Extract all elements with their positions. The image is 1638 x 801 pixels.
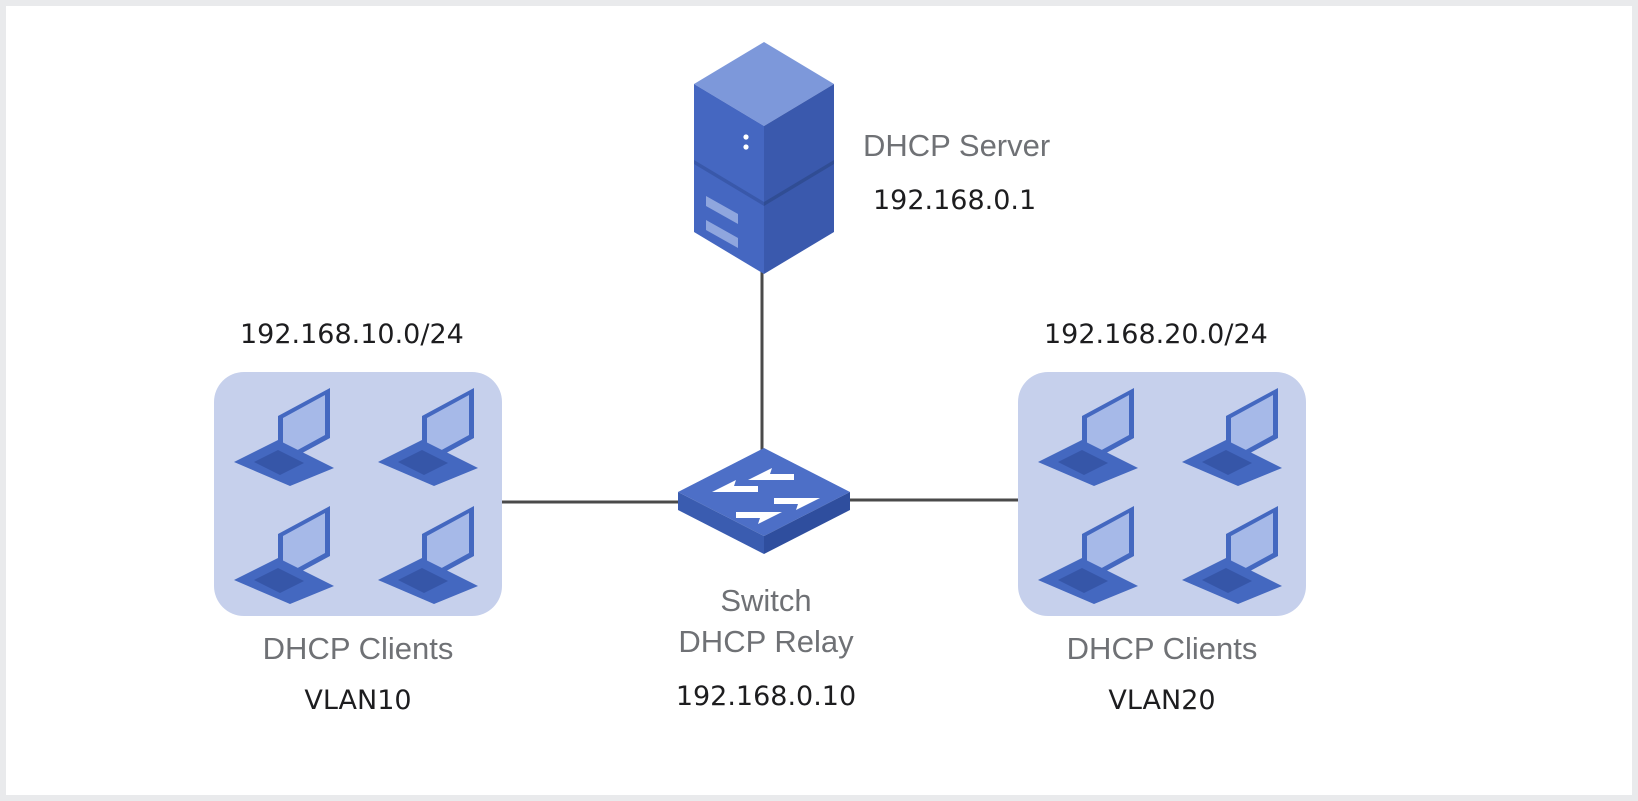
laptop-icon xyxy=(232,500,336,604)
right-subnet: 192.168.20.0/24 xyxy=(1044,319,1268,350)
connection-lines xyxy=(500,264,1018,504)
left-vlan: VLAN10 xyxy=(304,685,412,716)
laptop-icon xyxy=(376,382,480,486)
switch-label-line1: Switch xyxy=(720,583,812,618)
right-vlan: VLAN20 xyxy=(1108,685,1216,716)
server-icon xyxy=(690,38,838,276)
server-label: DHCP Server xyxy=(863,128,1051,163)
laptop-icon xyxy=(1036,382,1140,486)
switch-ip: 192.168.0.10 xyxy=(675,681,857,712)
switch-label-line2: DHCP Relay xyxy=(678,624,854,659)
left-group-label: DHCP Clients xyxy=(262,631,454,666)
laptop-icon xyxy=(232,382,336,486)
server-ip: 192.168.0.1 xyxy=(873,185,1037,216)
switch-icon xyxy=(674,442,854,556)
laptop-icon xyxy=(376,500,480,604)
laptop-icon xyxy=(1180,500,1284,604)
network-diagram: DHCP Server 192.168.0.1 Switch DHCP Rela… xyxy=(6,6,1632,795)
right-group-label: DHCP Clients xyxy=(1066,631,1258,666)
left-subnet: 192.168.10.0/24 xyxy=(240,319,464,350)
laptop-icon xyxy=(1180,382,1284,486)
laptop-icon xyxy=(1036,500,1140,604)
